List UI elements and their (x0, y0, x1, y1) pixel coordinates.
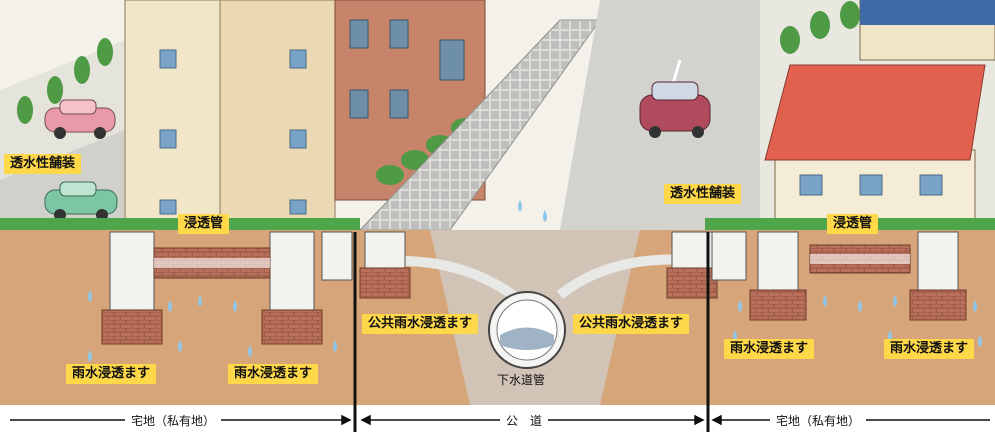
zone-public-road: 公 道 (500, 413, 549, 429)
label-rain-box-right-1: 雨水浸透ます (724, 339, 815, 359)
label-sewer-pipe: 下水道管 (497, 373, 546, 387)
zone-private-left: 宅地（私有地） (125, 413, 222, 429)
label-rain-box-right-2: 雨水浸透ます (884, 339, 975, 359)
label-rain-box-left-1: 雨水浸透ます (66, 364, 157, 384)
label-public-rain-box-left: 公共雨水浸透ます (362, 314, 479, 334)
sewer-pipe-graphic (488, 291, 566, 369)
right-infiltration-pipe-graphic (809, 244, 911, 274)
apartment-building (124, 0, 336, 231)
label-infiltration-pipe-left: 浸透管 (178, 214, 230, 234)
green-car (44, 181, 118, 221)
label-rain-box-left-2: 雨水浸透ます (228, 364, 319, 384)
left-trees (17, 38, 113, 124)
left-end-box (321, 231, 353, 281)
right-infiltration-box-2 (909, 231, 967, 321)
right-end-box (711, 231, 747, 281)
bottom-arrows (10, 414, 990, 426)
pink-car (44, 99, 116, 139)
left-infiltration-box-1 (101, 231, 163, 345)
label-permeable-paving-left: 透水性舗装 (4, 154, 82, 174)
label-permeable-paving-right: 透水性舗装 (664, 184, 742, 204)
left-infiltration-pipe-graphic (153, 247, 271, 279)
public-infiltration-box-right (666, 231, 718, 299)
label-public-rain-box-right: 公共雨水浸透ます (573, 314, 690, 334)
right-infiltration-box-1 (749, 231, 807, 321)
left-infiltration-box-2 (261, 231, 323, 345)
public-infiltration-box-left (359, 231, 411, 299)
label-infiltration-pipe-right: 浸透管 (827, 214, 879, 234)
right-trees (780, 1, 860, 54)
zone-private-right: 宅地（私有地） (770, 413, 867, 429)
red-roof-house (764, 64, 986, 221)
red-car (639, 81, 711, 138)
water-droplets (88, 200, 982, 362)
